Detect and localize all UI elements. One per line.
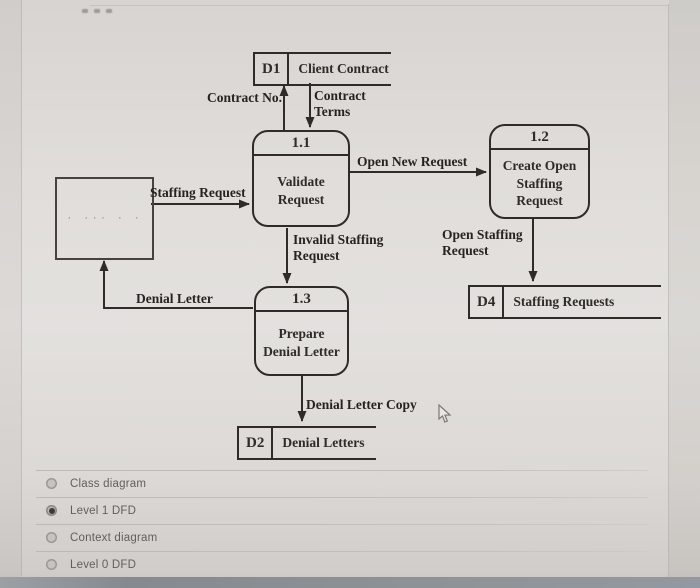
process-number: 1.1 [254, 132, 348, 156]
datastore-name: Denial Letters [282, 435, 365, 450]
datastore-name: Staffing Requests [513, 294, 615, 309]
datastore-d4: D4 Staffing Requests [468, 285, 661, 319]
option-label[interactable]: Class diagram [70, 477, 147, 490]
label-denial-letter-copy: Denial Letter Copy [306, 397, 417, 412]
label-open-staffing-request: Open Staffing Request [442, 227, 523, 259]
cropped-text-fragment [82, 0, 152, 13]
flow-denial-letter [99, 260, 253, 309]
option-label[interactable]: Level 0 DFD [70, 558, 137, 571]
page-right-edge [668, 4, 669, 578]
answer-options: Class diagram Level 1 DFD Context diagra… [0, 470, 700, 578]
datastore-name: Client Contract [298, 61, 389, 76]
process-1-2: 1.2 Create Open Staffing Request [489, 124, 590, 219]
process-number: 1.3 [256, 288, 347, 312]
process-name: Prepare Denial Letter [263, 326, 340, 359]
datastore-d1: D1 Client Contract [253, 52, 391, 86]
radio-button[interactable] [46, 532, 57, 543]
entity-faint-marks: · ··· · · [66, 213, 143, 224]
datastore-id: D4 [470, 287, 505, 317]
datastore-d2: D2 Denial Letters [237, 426, 376, 460]
label-contract-terms: Contract Terms [314, 88, 366, 120]
process-name: Create Open Staffing Request [502, 158, 577, 209]
radio-button[interactable] [46, 505, 57, 516]
label-invalid-staffing-request: Invalid Staffing Request [293, 232, 384, 264]
level1-dfd-diagram: D1 Client Contract D4 Staffing Requests … [55, 52, 661, 460]
page-left-edge [21, 0, 22, 576]
label-staffing-request: Staffing Request [150, 185, 246, 200]
option-class-diagram[interactable]: Class diagram [0, 470, 700, 497]
label-contract-no: Contract No. [207, 90, 282, 105]
radio-button[interactable] [46, 478, 57, 489]
mouse-cursor-icon [438, 404, 452, 423]
label-denial-letter: Denial Letter [136, 291, 213, 306]
datastore-id: D2 [239, 428, 274, 458]
option-context-diagram[interactable]: Context diagram [0, 524, 700, 551]
label-open-new-request: Open New Request [357, 154, 468, 169]
radio-button[interactable] [46, 559, 57, 570]
process-name: Validate Request [277, 173, 325, 207]
process-1-3: 1.3 Prepare Denial Letter [254, 286, 349, 376]
page-top-edge [90, 5, 668, 6]
option-level-1-dfd[interactable]: Level 1 DFD [0, 497, 700, 524]
page-right-margin [669, 0, 700, 588]
option-label[interactable]: Level 1 DFD [70, 504, 137, 517]
datastore-id: D1 [255, 54, 290, 84]
flow-arrows [99, 83, 538, 422]
page-left-margin [0, 0, 21, 588]
screen-bottom-edge [0, 577, 700, 588]
process-1-1: 1.1 Validate Request [252, 130, 350, 227]
option-level-0-dfd[interactable]: Level 0 DFD [0, 551, 700, 578]
external-entity: · ··· · · [55, 177, 154, 260]
process-number: 1.2 [491, 126, 588, 150]
option-label[interactable]: Context diagram [70, 531, 158, 544]
